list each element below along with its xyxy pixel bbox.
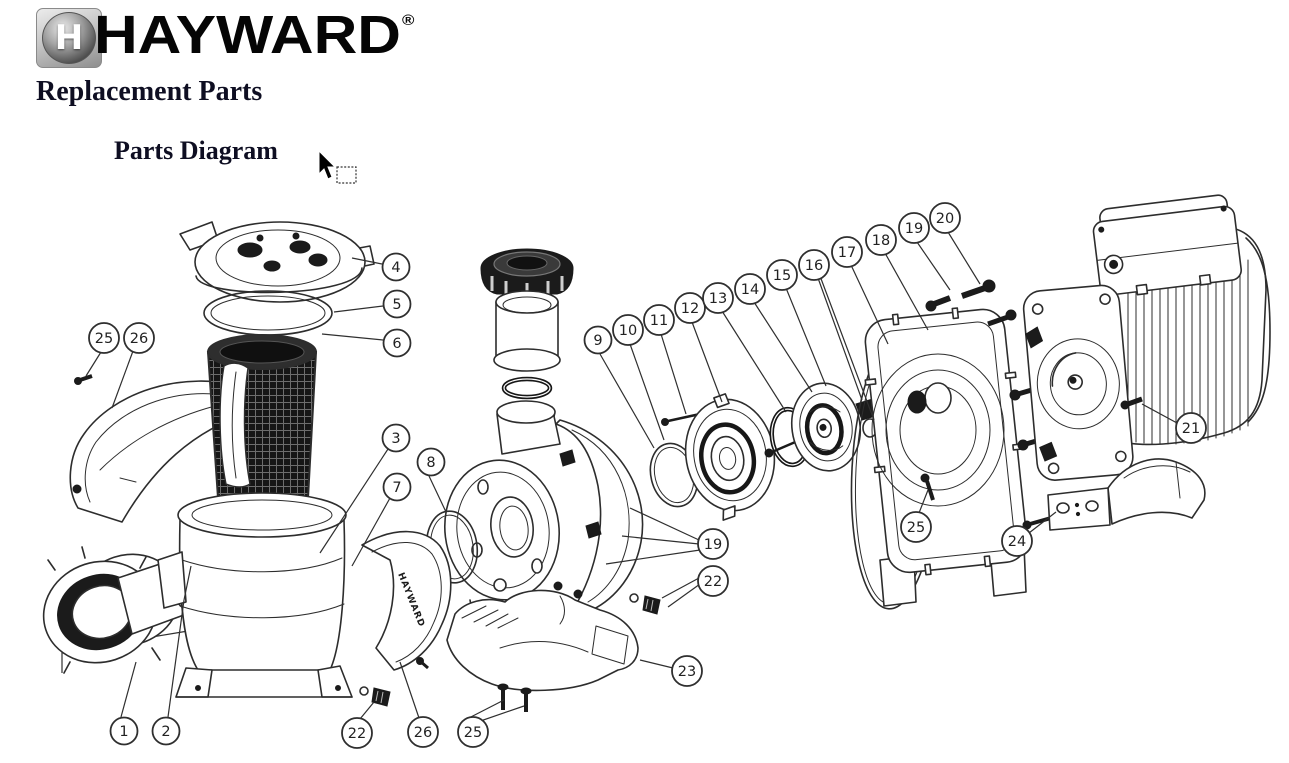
callout-22: 22 <box>661 565 729 608</box>
strainer-lid <box>179 221 375 303</box>
base-cradle <box>446 589 639 692</box>
seal-plate-shroud-right: HAYWARD <box>361 530 452 671</box>
strainer-basket <box>206 334 318 499</box>
callout-17: 17 <box>831 236 889 345</box>
callout-16: 16 <box>798 249 875 421</box>
callout-25: 25 <box>85 322 120 377</box>
drain-plug-lower <box>359 686 391 707</box>
svg-text:16: 16 <box>805 258 823 274</box>
callout-10: 10 <box>612 314 665 441</box>
callout-6: 6 <box>321 328 412 358</box>
page-title: Replacement Parts <box>36 76 263 107</box>
svg-text:13: 13 <box>709 291 727 307</box>
svg-text:6: 6 <box>392 336 401 352</box>
logo-circle: H <box>42 12 96 64</box>
svg-text:26: 26 <box>130 331 148 347</box>
callout-3: 3 <box>319 423 411 554</box>
svg-text:12: 12 <box>681 301 699 317</box>
svg-text:7: 7 <box>392 480 401 496</box>
callout-26: 26 <box>111 322 155 409</box>
callout-26: 26 <box>399 661 439 748</box>
callout-1: 1 <box>109 661 139 746</box>
svg-text:25: 25 <box>464 725 482 741</box>
motor <box>1022 194 1271 481</box>
hayward-logo-icon: H <box>36 8 102 68</box>
svg-text:19: 19 <box>704 537 722 553</box>
callout-12: 12 <box>674 292 723 403</box>
svg-text:5: 5 <box>392 297 401 313</box>
logo-letter: H <box>54 18 84 58</box>
diffuser <box>684 393 776 521</box>
svg-text:20: 20 <box>936 211 954 227</box>
svg-text:15: 15 <box>773 268 791 284</box>
callout-15: 15 <box>766 259 827 387</box>
impeller <box>790 382 862 472</box>
svg-text:17: 17 <box>838 245 856 261</box>
callout-25: 25 <box>900 489 932 543</box>
callout-8: 8 <box>416 447 447 513</box>
svg-text:21: 21 <box>1182 421 1200 437</box>
svg-text:25: 25 <box>907 520 925 536</box>
callout-24: 24 <box>1001 511 1057 557</box>
selection-marquee <box>336 166 357 184</box>
strainer-housing <box>157 492 353 698</box>
pump-housing <box>443 400 644 649</box>
callout-23: 23 <box>639 655 703 687</box>
callout-14: 14 <box>734 273 813 393</box>
svg-text:24: 24 <box>1008 534 1026 550</box>
callout-19: 19 <box>898 212 951 291</box>
callout-19: 19 <box>605 507 729 565</box>
svg-text:19: 19 <box>905 221 923 237</box>
callout-11: 11 <box>643 304 687 415</box>
registered-mark: ® <box>402 12 415 29</box>
svg-text:26: 26 <box>414 725 432 741</box>
svg-text:11: 11 <box>650 313 668 329</box>
callout-7: 7 <box>351 472 412 567</box>
motor-mount <box>1047 458 1206 531</box>
mouse-cursor <box>318 149 337 180</box>
callout-18: 18 <box>865 224 929 331</box>
callout-21: 21 <box>1141 403 1207 444</box>
svg-text:1: 1 <box>119 724 128 740</box>
callout-22: 22 <box>341 701 375 749</box>
seal-plate-shroud-left <box>69 374 253 523</box>
drain-plug-upper <box>629 593 661 615</box>
svg-text:14: 14 <box>741 282 759 298</box>
svg-text:18: 18 <box>872 233 890 249</box>
brand-wordmark: HAYWARD® <box>94 4 414 66</box>
callout-13: 13 <box>702 282 787 413</box>
brand-text: HAYWARD <box>94 5 401 65</box>
callout-2: 2 <box>151 565 192 746</box>
svg-text:3: 3 <box>391 431 400 447</box>
svg-text:9: 9 <box>593 333 602 349</box>
svg-text:4: 4 <box>391 260 400 276</box>
svg-text:2: 2 <box>161 724 170 740</box>
callout-9: 9 <box>583 325 655 449</box>
outlet-union <box>480 248 574 427</box>
svg-text:22: 22 <box>348 726 366 742</box>
svg-text:23: 23 <box>678 664 696 680</box>
callout-5: 5 <box>333 289 412 319</box>
callout-25: 25 <box>457 699 525 748</box>
svg-text:10: 10 <box>619 323 637 339</box>
svg-text:25: 25 <box>95 331 113 347</box>
svg-text:8: 8 <box>426 455 435 471</box>
callout-20: 20 <box>929 202 981 285</box>
seal-plate <box>864 307 1028 607</box>
svg-text:22: 22 <box>704 574 722 590</box>
callout-4: 4 <box>351 252 411 282</box>
page-subtitle: Parts Diagram <box>114 136 278 165</box>
